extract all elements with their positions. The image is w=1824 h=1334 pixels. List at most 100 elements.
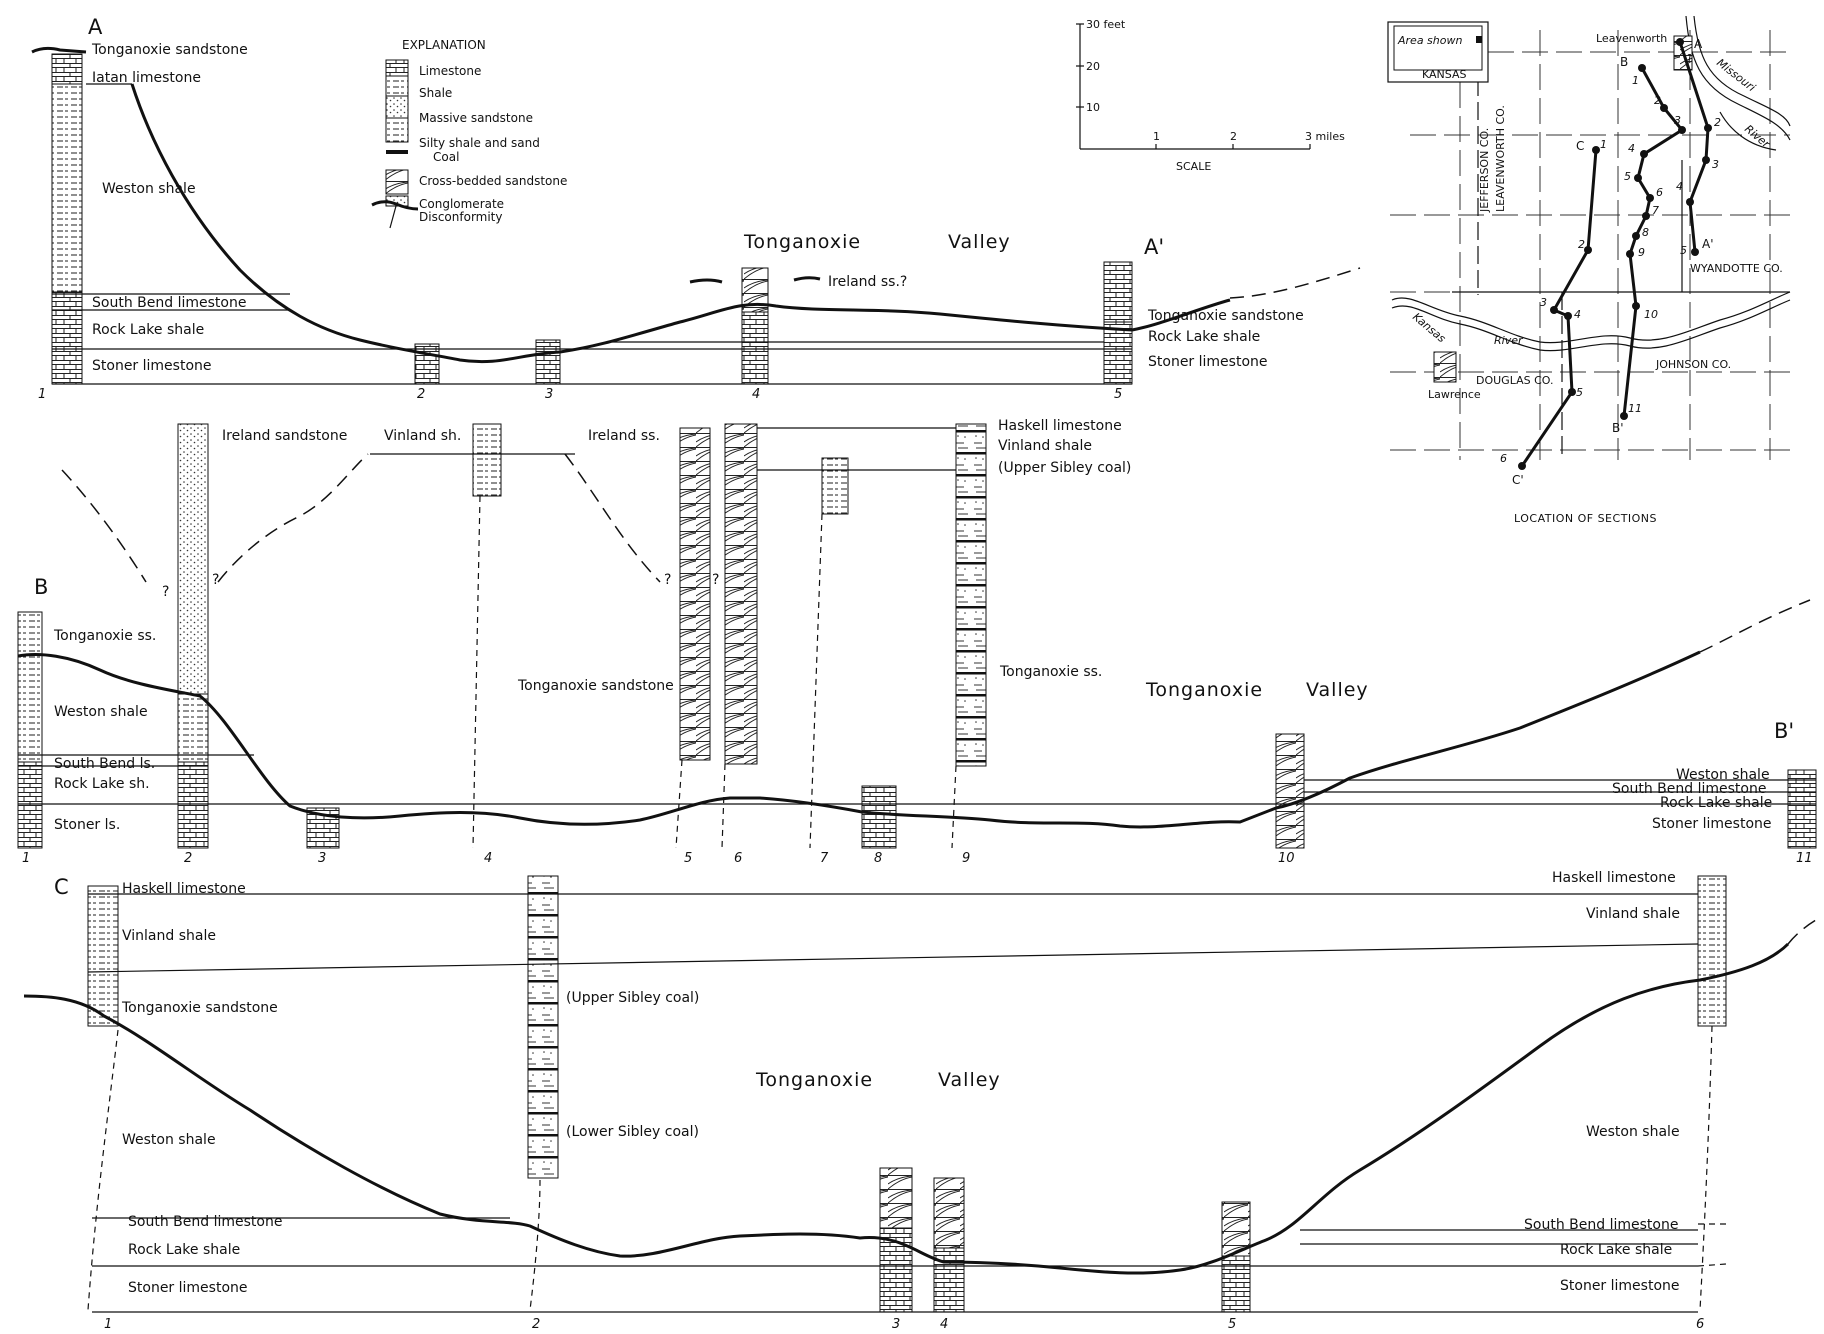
section-b: B B' Tonganoxie Valley	[17, 418, 1817, 866]
map-b-point-7: 7	[1652, 204, 1659, 217]
section-b-column-10	[1275, 733, 1305, 849]
map-a-point-4: 4	[1676, 180, 1683, 193]
section-b-south-bend-left: South Bend ls.	[54, 756, 155, 772]
section-a-column-5-base	[1103, 321, 1133, 385]
section-b-column-number-3: 3	[318, 851, 326, 866]
section-a-tonganoxie-right: Tonganoxie sandstone	[1147, 308, 1304, 324]
section-c-valley-word: Valley	[938, 1069, 1001, 1091]
section-c-valley-tonganoxie: Tonganoxie	[755, 1069, 873, 1091]
map-b-point-5: 5	[1624, 170, 1631, 183]
map-missouri-river: River	[1742, 122, 1773, 151]
section-b-column-number-9: 9	[962, 851, 970, 866]
map-label-c-prime: C'	[1512, 473, 1524, 487]
section-b-start-label: B	[34, 575, 48, 599]
scale-feet-10: 10	[1086, 101, 1100, 114]
legend-item-silty-shale: Silty shale and sand	[419, 136, 540, 150]
section-b-weston-left: Weston shale	[54, 704, 148, 720]
section-a-column-number-5: 5	[1114, 387, 1122, 402]
map-b-point-11: 11	[1628, 402, 1642, 415]
section-b-tonganoxie-left: Tonganoxie ss.	[53, 628, 156, 644]
section-b-column-number-10: 10	[1278, 851, 1295, 866]
map-kansas-river: River	[1494, 334, 1524, 347]
section-c-south-bend-right: South Bend limestone	[1524, 1217, 1678, 1233]
legend-title: EXPLANATION	[402, 38, 486, 52]
section-c-column-4-base	[933, 1247, 965, 1313]
section-a-column-5-top	[1103, 261, 1133, 323]
section-a-valley-tonganoxie: Tonganoxie	[743, 231, 861, 253]
section-b-question-1: ?	[162, 584, 169, 600]
map-b-point-8: 8	[1642, 226, 1649, 239]
section-b-tonganoxie-ss-right: Tonganoxie ss.	[999, 664, 1102, 680]
legend-item-conglomerate: Conglomerate	[419, 197, 504, 211]
legend-item-massive-sandstone: Massive sandstone	[419, 111, 533, 125]
section-a-end-label: A'	[1144, 235, 1164, 259]
map-c-point-3: 3	[1540, 296, 1547, 309]
map-b-point-1: 1	[1632, 74, 1639, 87]
section-c-upper-sibley: (Upper Sibley coal)	[566, 990, 699, 1006]
section-b-question-4: ?	[712, 572, 719, 588]
kansas-inset-area	[1476, 36, 1482, 43]
map-label-a-prime: A'	[1702, 237, 1714, 251]
inset-area-shown: Area shown	[1397, 34, 1462, 47]
section-a-ireland-note: Ireland ss.?	[828, 274, 907, 290]
section-b-column-number-2: 2	[184, 851, 192, 866]
section-b-column-number-4: 4	[484, 851, 492, 866]
map-c-point-5: 5	[1576, 386, 1583, 399]
section-a-valley-word: Valley	[948, 231, 1011, 253]
section-b-south-bend-right: South Bend limestone	[1612, 781, 1766, 797]
scale-mile-3: 3 miles	[1305, 130, 1345, 143]
section-b-column-number-7: 7	[820, 851, 829, 866]
section-c-vinland-left: Vinland shale	[122, 928, 216, 944]
section-a: A A' Tonganoxie Valley Tonganoxie sandst…	[31, 15, 1361, 402]
map-kansas: Kansas	[1410, 310, 1448, 345]
kansas-inset-frame	[1387, 21, 1489, 83]
section-a-column-number-2: 2	[417, 387, 425, 402]
map-douglas-co: DOUGLAS CO.	[1476, 374, 1553, 387]
section-a-column-number-4: 4	[752, 387, 760, 402]
section-c-column-number-1: 1	[104, 1317, 112, 1332]
legend-swatch-coal	[386, 150, 408, 154]
legend-swatch-cross-bedded	[385, 169, 409, 195]
scale-bar: 30 feet 20 10 1 2 3 miles SCALE	[1076, 18, 1345, 173]
section-c-column-3-top	[879, 1167, 913, 1229]
map-b-point-10: 10	[1644, 308, 1658, 321]
lawrence-city	[1433, 351, 1457, 383]
map-a-point-3: 3	[1712, 158, 1719, 171]
section-b-column-2-sand	[177, 423, 209, 695]
section-b-column-number-8: 8	[874, 851, 882, 866]
map-b-point-2: 2	[1654, 94, 1661, 107]
section-c-column-1-top	[87, 885, 119, 1027]
section-b-erosion-profile	[17, 650, 1701, 829]
legend-item-limestone: Limestone	[419, 64, 481, 78]
map-johnson-co: JOHNSON CO.	[1655, 358, 1731, 371]
section-b-column-number-5: 5	[684, 851, 692, 866]
kansas-inset-state	[1393, 25, 1483, 71]
route-c	[1520, 149, 1598, 467]
map-leavenworth-co: LEAVENWORTH CO.	[1494, 105, 1507, 212]
section-b-column-1-mid	[17, 761, 43, 805]
scale-caption: SCALE	[1176, 160, 1211, 173]
section-a-column-number-3: 3	[545, 387, 553, 402]
route-a	[1678, 41, 1710, 253]
section-b-column-5	[679, 427, 711, 761]
section-b-stoner-left: Stoner ls.	[54, 817, 120, 833]
section-c-column-2	[527, 875, 559, 1179]
section-b-ireland-ss: Ireland ss.	[588, 428, 660, 444]
legend-swatch-massive-sandstone	[385, 95, 409, 119]
map-label-a: A	[1694, 37, 1703, 51]
scale-mile-1: 1	[1153, 130, 1160, 143]
section-a-south-bend: South Bend limestone	[92, 295, 246, 311]
legend-swatch-limestone	[385, 59, 409, 77]
legend-item-coal: Coal	[433, 150, 459, 164]
section-b-question-2: ?	[212, 572, 219, 588]
map-wyandotte-co: WYANDOTTE CO.	[1690, 262, 1783, 275]
map-b-point-3: 3	[1674, 114, 1681, 127]
section-b-rock-lake-right: Rock Lake shale	[1660, 795, 1772, 811]
section-b-weston-right: Weston shale	[1676, 767, 1770, 783]
section-c-column-number-2: 2	[532, 1317, 540, 1332]
legend-swatch-silty-shale	[385, 117, 409, 143]
section-b-column-1-base	[17, 803, 43, 849]
map-c-point-6: 6	[1500, 452, 1507, 465]
legend-item-shale: Shale	[419, 86, 452, 100]
section-b-column-2-base	[177, 761, 209, 849]
